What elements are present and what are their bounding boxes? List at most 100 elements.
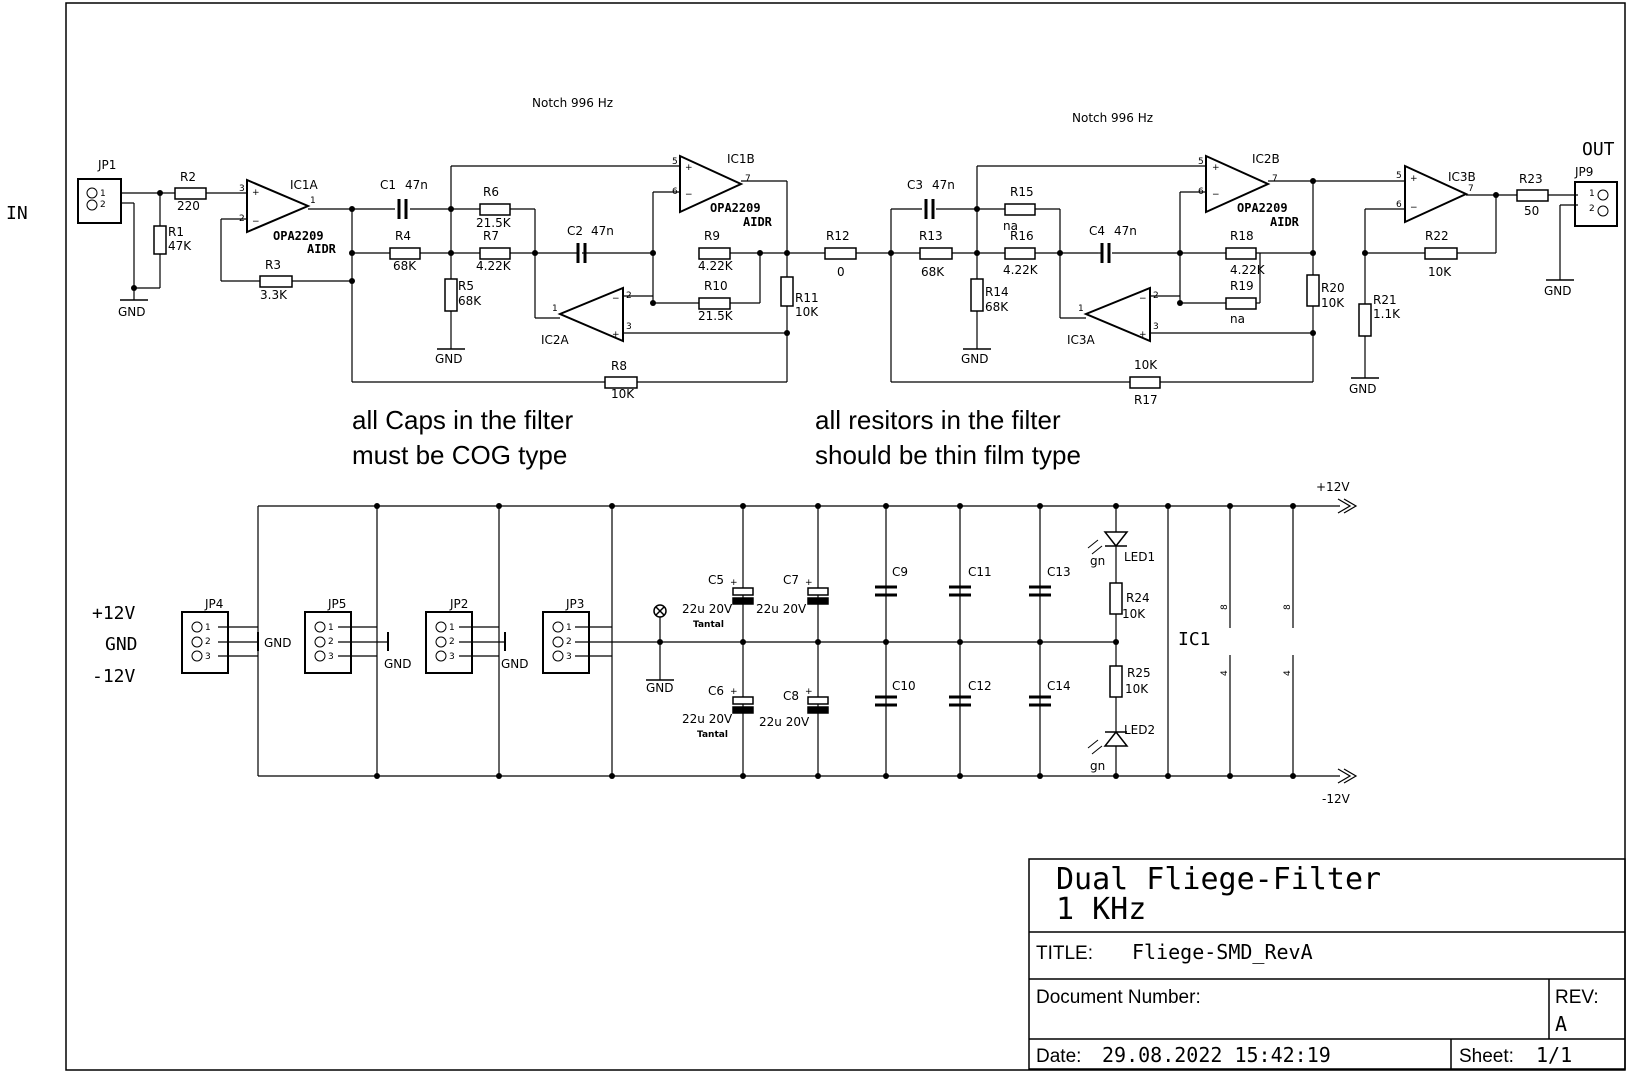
svg-text:8: 8: [1283, 604, 1293, 610]
svg-text:5: 5: [1396, 171, 1402, 181]
svg-text:C3: C3: [907, 178, 923, 192]
svg-text:10K: 10K: [1125, 682, 1149, 696]
svg-text:−: −: [612, 294, 620, 304]
rev-value: A: [1555, 1012, 1567, 1036]
drawing-title-line1: Dual Fliege-Filter: [1056, 862, 1381, 897]
svg-text:IC1A: IC1A: [290, 178, 319, 192]
svg-text:JP2: JP2: [449, 597, 468, 611]
svg-text:3: 3: [328, 652, 334, 662]
svg-text:6: 6: [1198, 187, 1204, 197]
date-value: 29.08.2022 15:42:19: [1102, 1043, 1331, 1067]
svg-text:GND: GND: [1349, 382, 1377, 396]
svg-text:+: +: [252, 188, 260, 198]
svg-text:4: 4: [1283, 670, 1293, 676]
indicator-parts: [1103, 531, 1129, 747]
svg-text:2: 2: [1153, 291, 1159, 301]
svg-text:47n: 47n: [932, 178, 955, 192]
svg-text:all resitors in the filter: all resitors in the filter: [815, 405, 1061, 435]
notch-label-left: Notch 996 Hz: [532, 96, 613, 110]
svg-text:3: 3: [239, 184, 245, 194]
svg-text:+: +: [1139, 330, 1147, 340]
svg-text:R15: R15: [1010, 185, 1034, 199]
svg-text:2: 2: [626, 291, 632, 301]
svg-text:68K: 68K: [393, 259, 417, 273]
svg-text:IC1B: IC1B: [727, 152, 755, 166]
svg-text:220: 220: [177, 199, 200, 213]
svg-text:+: +: [612, 330, 620, 340]
svg-text:OPA2209: OPA2209: [710, 201, 761, 215]
svg-text:68K: 68K: [921, 265, 945, 279]
ceramic-caps: [875, 585, 1051, 707]
svg-text:R20: R20: [1321, 281, 1345, 295]
power-connector-refs: JP4 JP5 JP2 JP3 GND GND GND GND: [204, 597, 674, 695]
svg-text:-12V: -12V: [92, 666, 136, 687]
svg-text:1: 1: [566, 623, 572, 633]
svg-text:2: 2: [100, 200, 106, 210]
svg-text:10K: 10K: [611, 387, 635, 401]
svg-text:4: 4: [1220, 670, 1230, 676]
svg-text:C14: C14: [1047, 679, 1071, 693]
svg-text:8: 8: [1220, 604, 1230, 610]
svg-text:GND: GND: [646, 681, 674, 695]
power-cap-labels: C5 22u 20V C6 22u 20V C7 22u 20V C8 22u …: [682, 565, 1071, 729]
svg-text:5: 5: [672, 157, 678, 167]
svg-text:1.1K: 1.1K: [1373, 307, 1401, 321]
svg-text:R6: R6: [483, 185, 499, 199]
filter-wires: [120, 165, 1578, 383]
svg-text:AIDR: AIDR: [743, 215, 773, 229]
ic1-ref: IC1: [1178, 629, 1211, 650]
svg-text:JP1: JP1: [97, 158, 116, 172]
svg-text:+: +: [1212, 163, 1220, 173]
resistor-bodies: [153, 187, 1549, 389]
svg-text:−: −: [1212, 190, 1220, 200]
svg-text:22u 20V: 22u 20V: [759, 715, 810, 729]
svg-text:50: 50: [1524, 204, 1539, 218]
led-rays: [1087, 539, 1103, 755]
drawing-title-line2: 1 KHz: [1056, 892, 1146, 927]
svg-text:JP5: JP5: [327, 597, 346, 611]
connector-jp1: JP1 12: [77, 158, 122, 224]
svg-text:R3: R3: [265, 258, 281, 272]
svg-text:C10: C10: [892, 679, 916, 693]
svg-text:R22: R22: [1425, 229, 1449, 243]
svg-text:7: 7: [1272, 174, 1278, 184]
svg-text:GND: GND: [264, 636, 292, 650]
svg-text:+: +: [805, 578, 813, 588]
svg-text:GND: GND: [118, 305, 146, 319]
svg-text:+12V: +12V: [1316, 480, 1350, 494]
svg-text:10K: 10K: [1122, 607, 1146, 621]
svg-text:GND: GND: [384, 657, 412, 671]
svg-text:47n: 47n: [1114, 224, 1137, 238]
svg-text:R11: R11: [795, 291, 819, 305]
svg-text:R1: R1: [168, 225, 184, 239]
svg-text:+: +: [1410, 174, 1418, 184]
svg-text:R2: R2: [180, 170, 196, 184]
svg-text:47n: 47n: [405, 178, 428, 192]
svg-text:R25: R25: [1127, 666, 1151, 680]
svg-text:OPA2209: OPA2209: [1237, 201, 1288, 215]
svg-text:IC2A: IC2A: [541, 333, 570, 347]
rev-label: REV:: [1555, 987, 1599, 1008]
svg-text:LED1: LED1: [1124, 550, 1155, 564]
svg-text:R4: R4: [395, 229, 411, 243]
svg-text:R14: R14: [985, 285, 1009, 299]
supply-side-labels: +12V GND -12V: [92, 603, 138, 687]
svg-text:R16: R16: [1010, 229, 1034, 243]
svg-text:na: na: [1003, 219, 1018, 233]
svg-text:+: +: [805, 687, 813, 697]
svg-text:C7: C7: [783, 573, 799, 587]
svg-text:JP4: JP4: [204, 597, 223, 611]
polarity-marks: ++ ++: [730, 578, 813, 697]
svg-text:GND: GND: [961, 352, 989, 366]
power-connector-bodies: [181, 611, 590, 674]
gnd-symbols-filter: [120, 279, 1574, 379]
svg-text:C6: C6: [708, 684, 724, 698]
svg-text:na: na: [1230, 312, 1245, 326]
svg-text:LED2: LED2: [1124, 723, 1155, 737]
title-value: Fliege-SMD_RevA: [1132, 940, 1313, 964]
svg-text:21.5K: 21.5K: [698, 309, 734, 323]
